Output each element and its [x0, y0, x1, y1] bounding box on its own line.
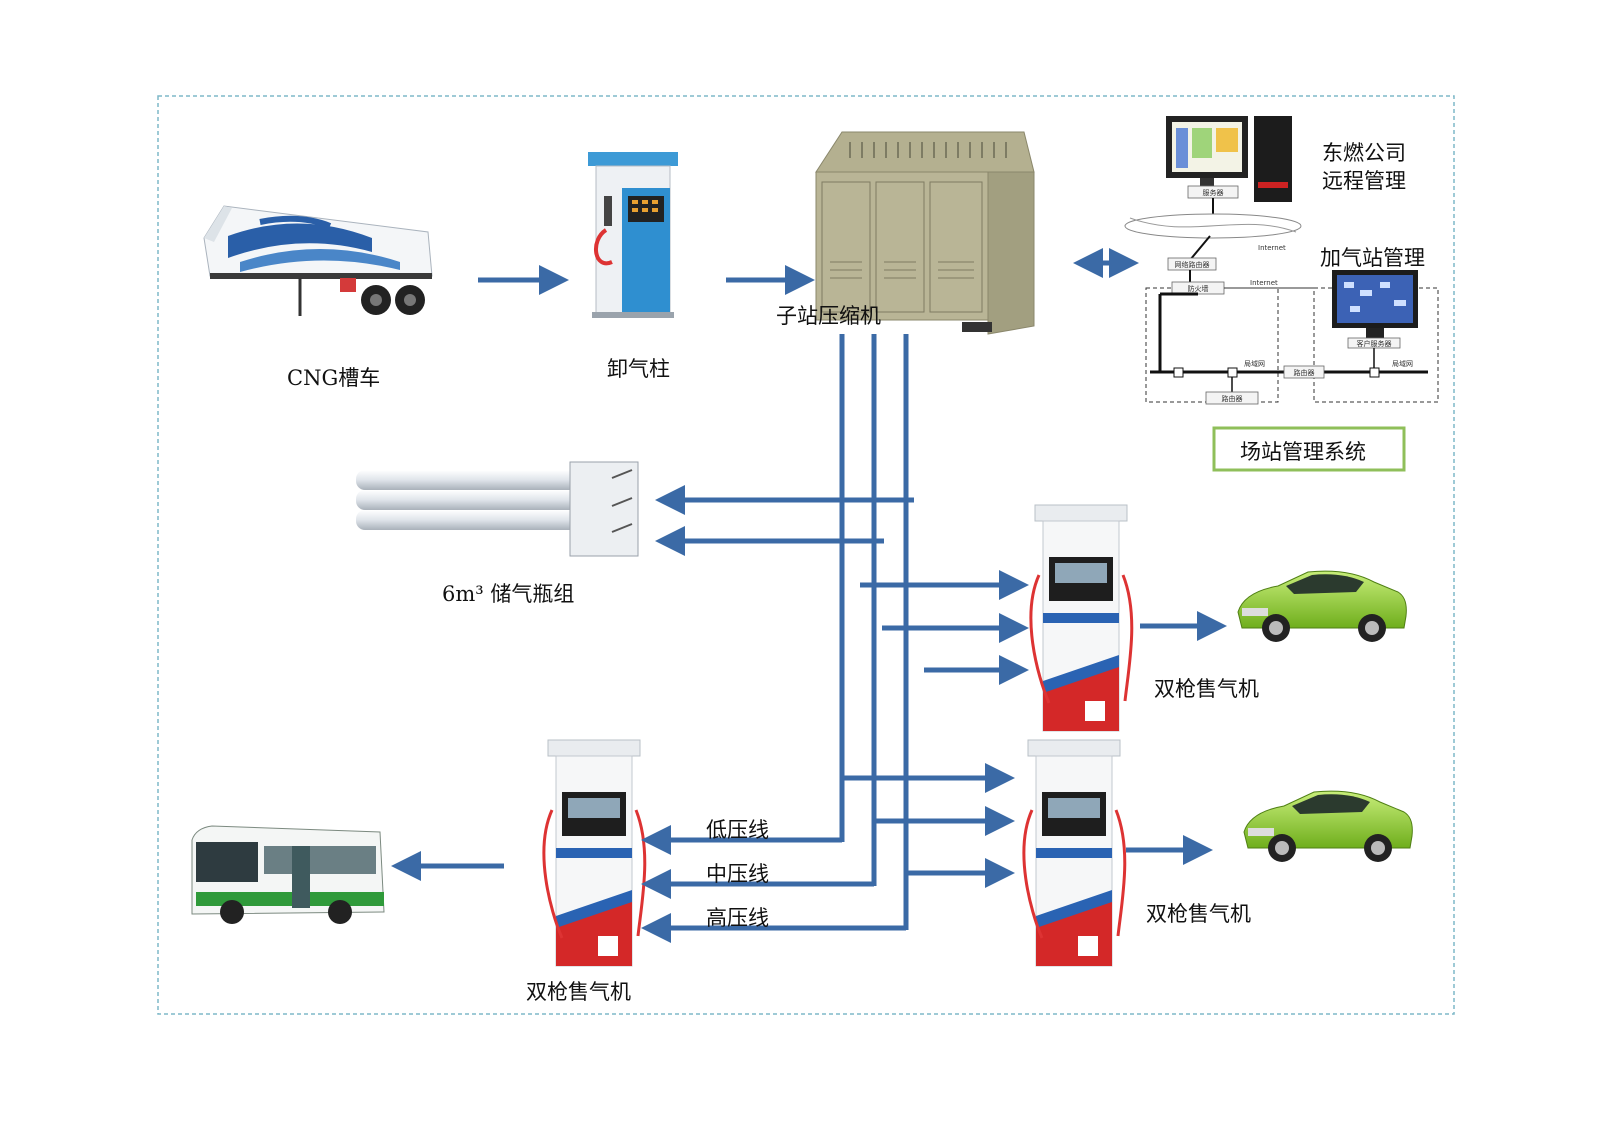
- dispenser-top-label: 双枪售气机: [1154, 677, 1259, 701]
- compressor-label: 子站压缩机: [776, 304, 881, 328]
- router-tag-2: 路由器: [1294, 368, 1315, 377]
- station-network: 防火墙 Internet 局域网 局域网 路由器 路由器 客户服务器: [1145, 270, 1439, 405]
- internet-label-2: Internet: [1250, 279, 1278, 287]
- unloading-post-label: 卸气柱: [607, 357, 670, 381]
- router-tag-1: 路由器: [1222, 394, 1243, 403]
- high-pressure-label: 高压线: [706, 906, 769, 930]
- dispenser-mid-label: 双枪售气机: [1146, 902, 1251, 926]
- site-system-label: 场站管理系统: [1240, 440, 1366, 464]
- dispenser-bottom-label: 双枪售气机: [526, 980, 631, 1004]
- cng-tanker-truck: [203, 205, 433, 316]
- compressor-cabinet: [815, 131, 1035, 335]
- pipeline-network: [391, 248, 1227, 943]
- remote-mgmt-label-2: 远程管理: [1322, 169, 1406, 193]
- firewall-tag: 防火墙: [1188, 284, 1209, 293]
- car-top: [1237, 570, 1407, 642]
- client-server-tag: 客户服务器: [1357, 339, 1392, 348]
- dispenser-bottom-left: [542, 739, 647, 967]
- storage-cylinder-bank: [356, 461, 639, 557]
- mid-pressure-label: 中压线: [706, 862, 769, 886]
- station-mgmt-label: 加气站管理: [1320, 246, 1425, 270]
- remote-management-computer: 服务器 Internet 网络路由器: [1124, 116, 1302, 282]
- car-bottom: [1243, 790, 1413, 862]
- network-router-tag: 网络路由器: [1175, 260, 1210, 269]
- remote-mgmt-label-1: 东燃公司: [1322, 141, 1406, 165]
- lan-label-1: 局域网: [1244, 359, 1265, 368]
- internet-label-1: Internet: [1258, 244, 1286, 252]
- storage-label: 6m³ 储气瓶组: [442, 582, 575, 606]
- dispenser-bottom-right: [1022, 739, 1127, 967]
- lan-label-2: 局域网: [1392, 359, 1413, 368]
- tanker-label: CNG槽车: [287, 366, 381, 390]
- dashed-border: [157, 95, 1455, 1015]
- bus: [191, 825, 385, 924]
- server-tag: 服务器: [1203, 188, 1224, 197]
- site-system-box: [1212, 426, 1406, 472]
- low-pressure-label: 低压线: [706, 818, 769, 842]
- dispenser-top-right: [1029, 504, 1134, 732]
- unloading-post: [588, 152, 678, 318]
